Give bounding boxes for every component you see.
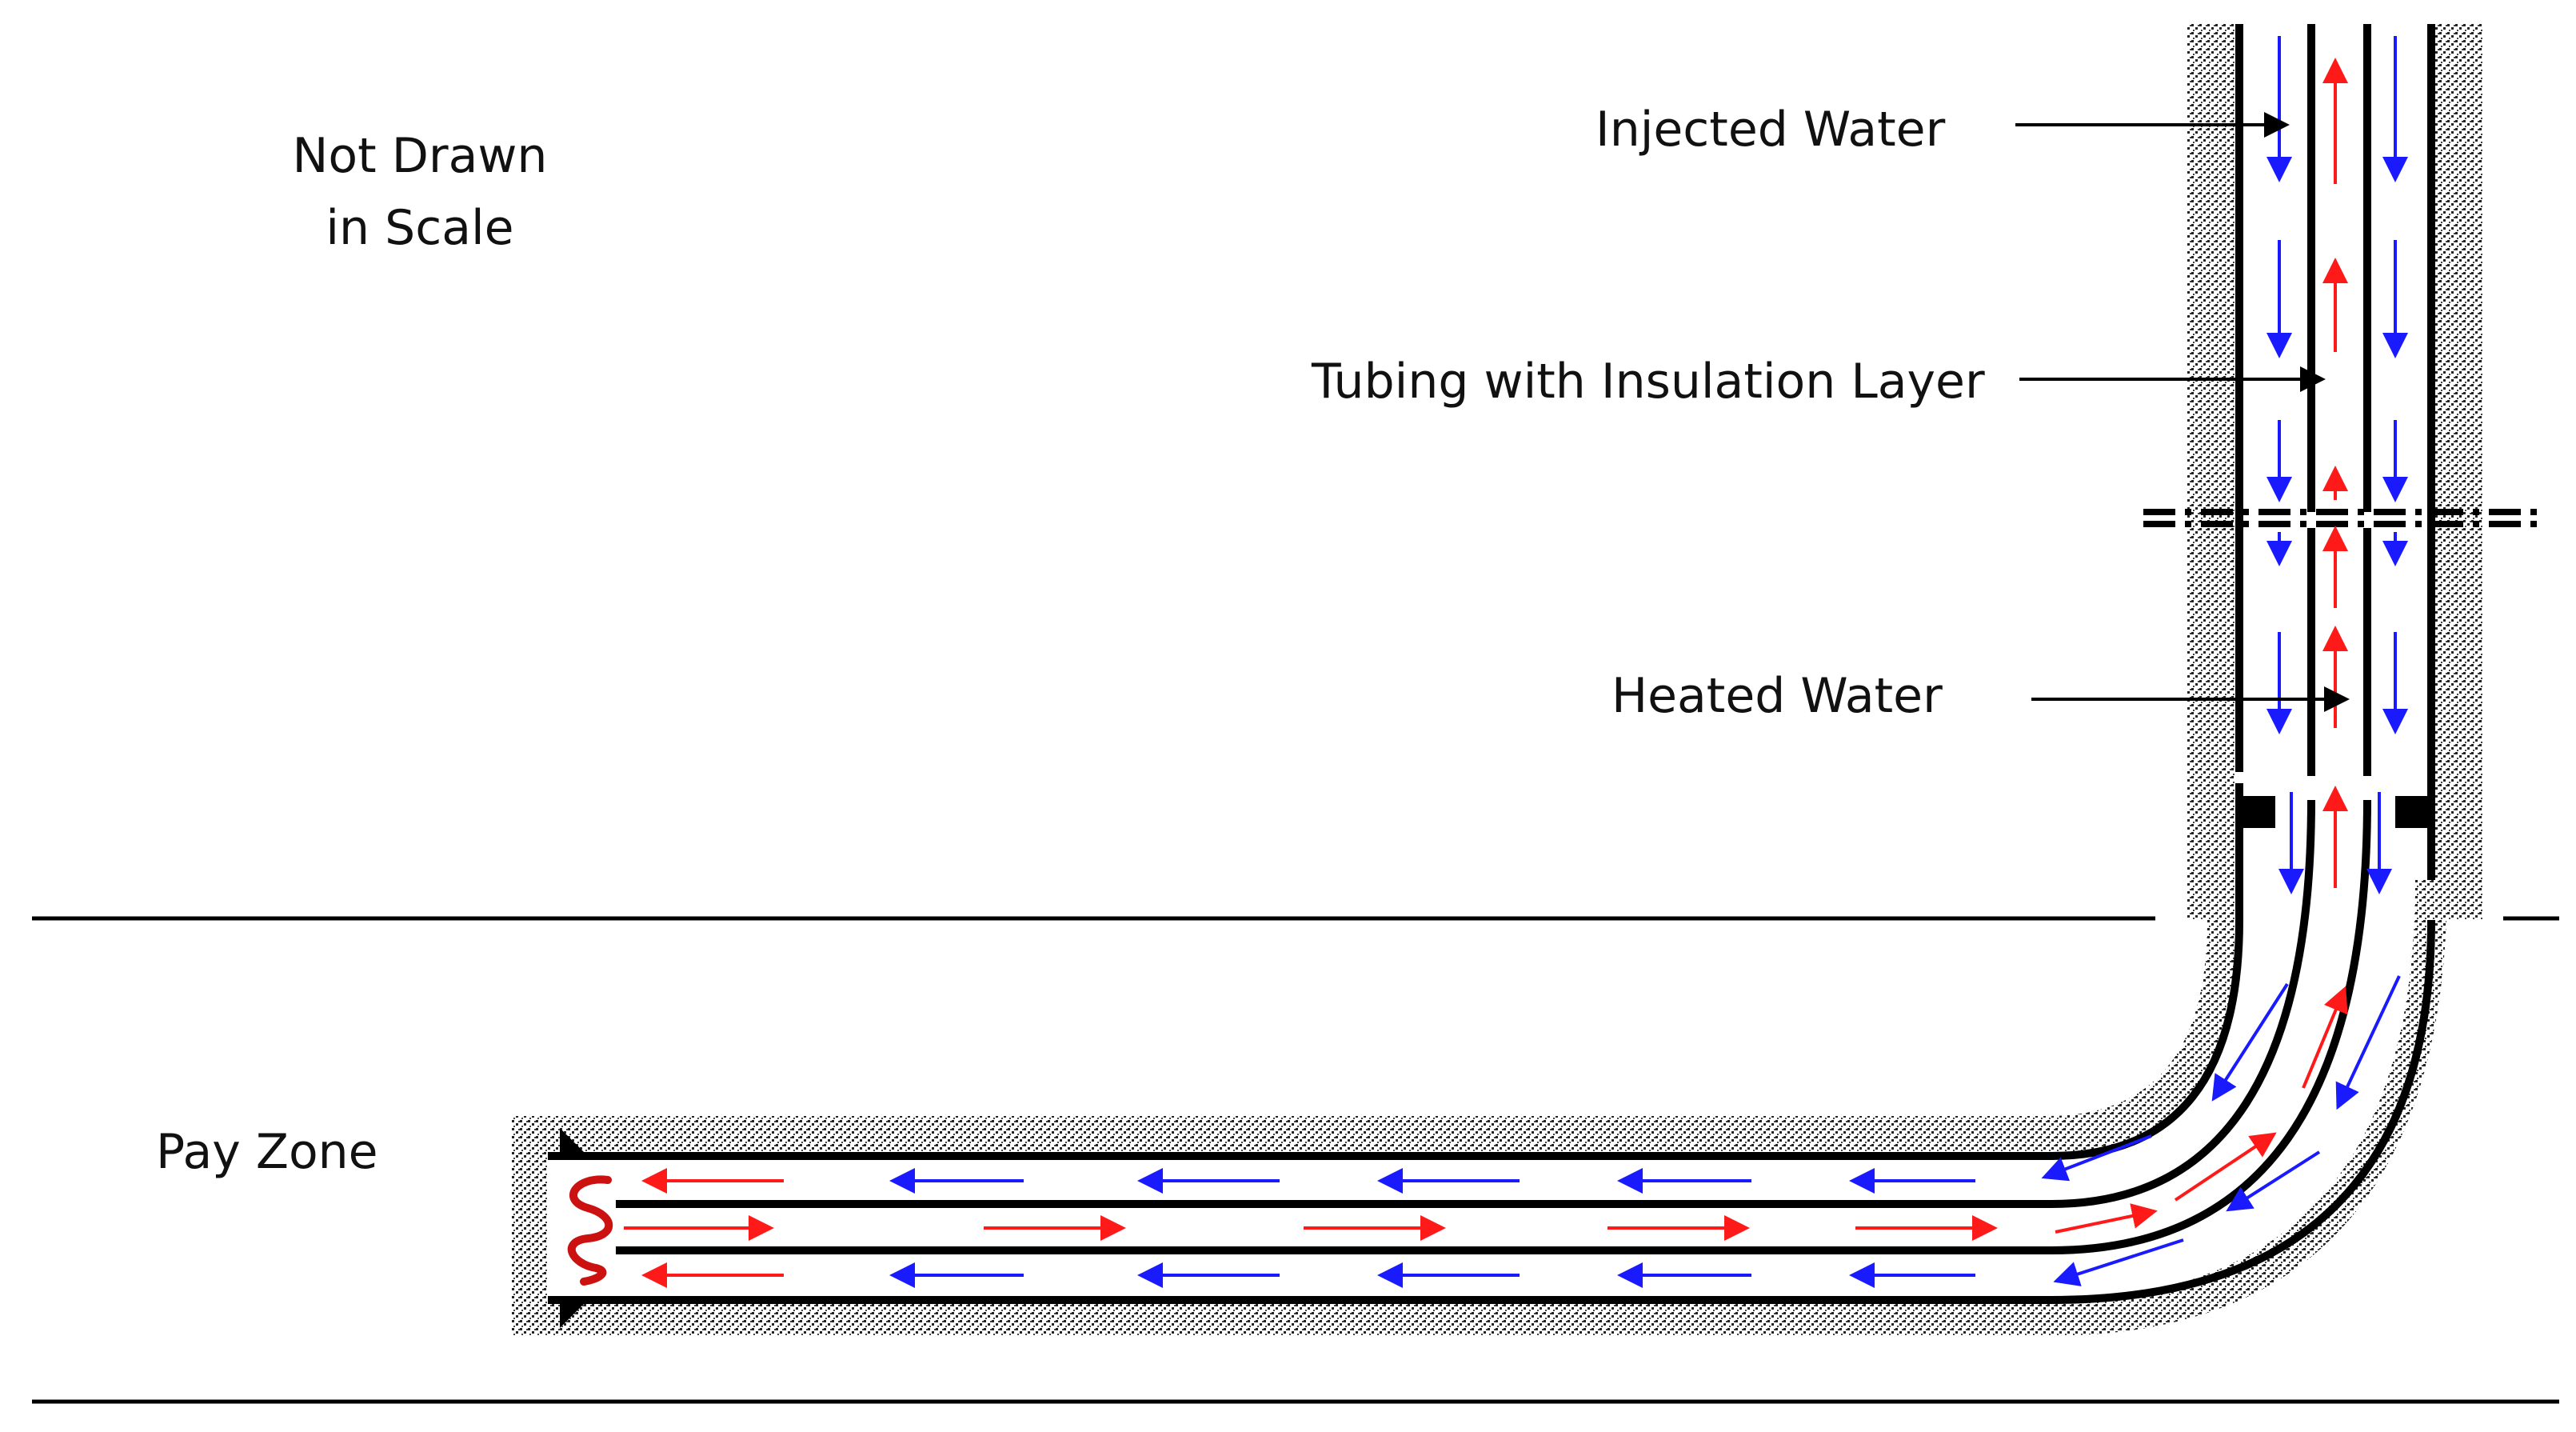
injected-water-flow bbox=[889, 36, 2408, 1288]
pay-zone-label: Pay Zone bbox=[156, 1124, 378, 1180]
scale-note: Not Drawn in Scale bbox=[264, 120, 576, 264]
pay-zone-boundaries bbox=[32, 916, 2559, 1404]
injected-water-label: Injected Water bbox=[1596, 102, 1946, 158]
scale-note-line1: Not Drawn bbox=[292, 128, 548, 184]
tubing-label: Tubing with Insulation Layer bbox=[1312, 354, 1985, 410]
heated-water-flow bbox=[624, 58, 2348, 1288]
horizontal-section bbox=[512, 799, 2447, 1336]
scale-note-line2: in Scale bbox=[325, 200, 514, 256]
heater-coil-icon bbox=[567, 1175, 613, 1286]
vertical-section bbox=[2143, 24, 2543, 920]
callout-leaders bbox=[2015, 112, 2350, 712]
heated-water-label: Heated Water bbox=[1611, 668, 1943, 724]
